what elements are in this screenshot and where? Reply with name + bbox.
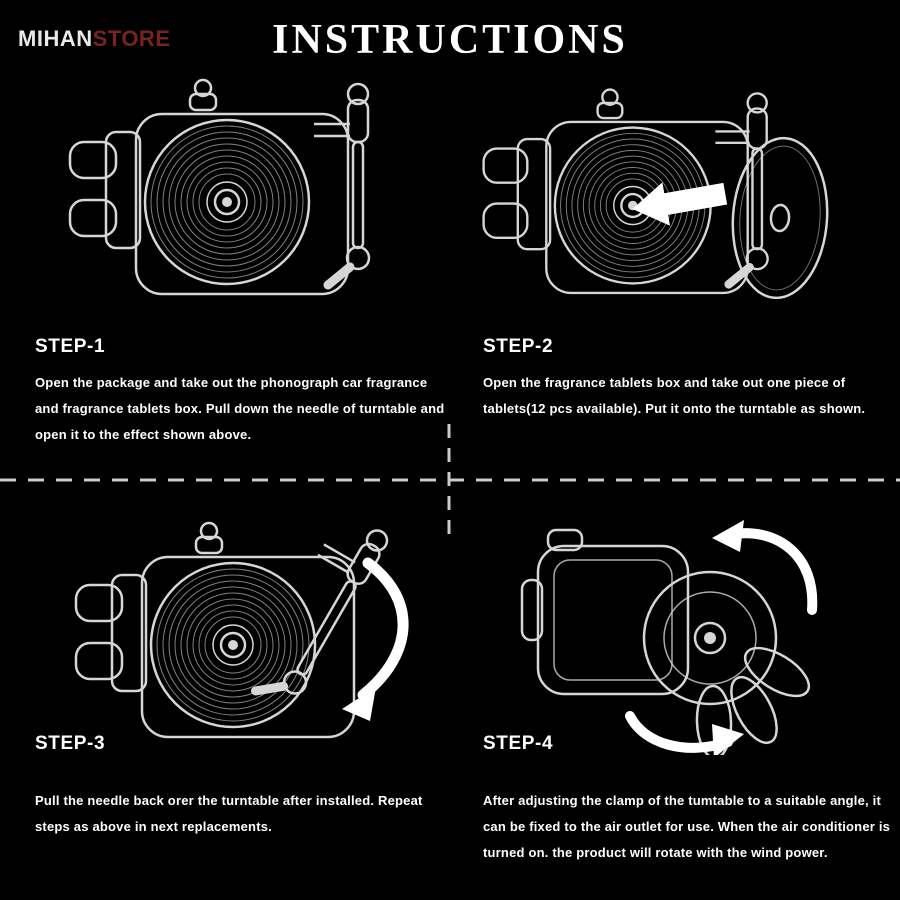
store-logo-store: STORE	[92, 26, 171, 51]
step-4-label: STEP-4	[483, 733, 554, 754]
step-3-label: STEP-3	[35, 733, 106, 754]
rotate-arrow-bottom-icon	[625, 711, 744, 755]
page-title: INSTRUCTIONS	[272, 17, 628, 63]
step-1-label: STEP-1	[35, 336, 106, 357]
step4-clamp-illustration	[520, 520, 818, 755]
step2-phonograph-illustration	[482, 88, 829, 300]
fragrance-tablet-disc-icon	[731, 136, 829, 300]
store-logo: MIHANSTORE	[18, 26, 171, 52]
insert-arrow-icon	[632, 182, 728, 226]
rotate-arrow-icon	[342, 557, 409, 721]
step-2-label: STEP-2	[483, 336, 554, 357]
step-3-description: Pull the needle back orer the turntable …	[35, 793, 423, 834]
vertical-divider	[447, 424, 451, 536]
step3-phonograph-illustration	[74, 505, 409, 739]
step-4-description: After adjusting the clamp of the tumtabl…	[483, 793, 891, 860]
step-2-description: Open the fragrance tablets box and take …	[483, 375, 866, 416]
store-logo-mihan: MIHAN	[18, 26, 93, 51]
step1-phonograph-illustration	[68, 78, 392, 296]
step-1-description: Open the package and take out the phonog…	[35, 375, 445, 442]
rotate-arrow-top-icon	[712, 520, 818, 615]
